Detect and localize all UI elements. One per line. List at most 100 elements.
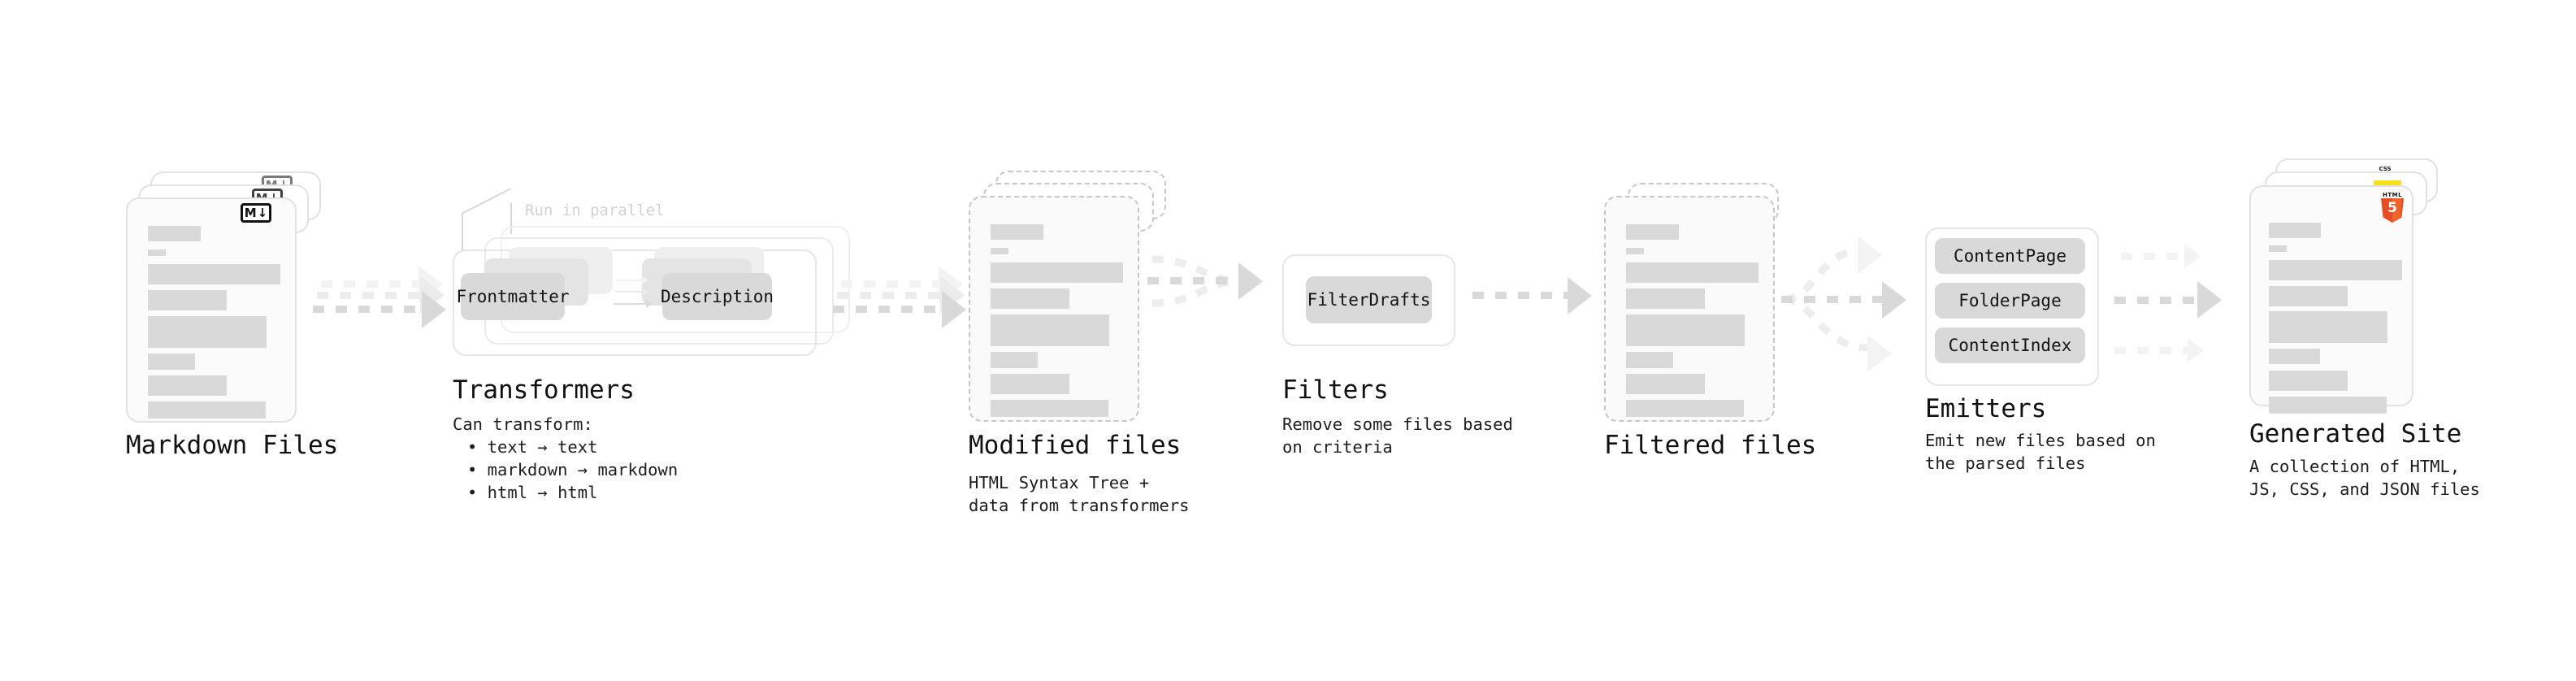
arrow-dash — [321, 280, 430, 288]
content-bar — [1626, 352, 1673, 368]
chip-label: FilterDrafts — [1307, 290, 1431, 310]
content-bar — [2269, 286, 2348, 306]
chip-frontmatter[interactable]: Frontmatter — [456, 273, 570, 320]
stage-title-generated-site: Generated Site — [2249, 419, 2462, 449]
transformer-inner-arrow — [615, 276, 648, 284]
content-bar — [2269, 349, 2320, 364]
content-bar — [2269, 311, 2387, 343]
markdown-icon: M↓ — [241, 203, 271, 223]
arrow-dash — [317, 292, 430, 299]
arrow-dash — [2114, 297, 2204, 304]
arrow-head — [942, 291, 966, 328]
chip-contentindex[interactable]: ContentIndex — [1935, 327, 2085, 363]
content-bar — [1626, 400, 1744, 417]
stage-title-filters: Filters — [1282, 375, 1389, 405]
arrow-dash — [313, 306, 429, 313]
stage-title-emitters: Emitters — [1925, 394, 2047, 423]
transformer-inner-arrow — [615, 288, 648, 296]
arrow-head — [2197, 281, 2222, 319]
html5-icon-shield: 5 — [2381, 198, 2404, 223]
chip-filterdrafts[interactable]: FilterDrafts — [1306, 276, 1432, 323]
arrow-head — [1858, 236, 1882, 274]
content-bar — [1626, 248, 1644, 254]
modified-file-front — [969, 196, 1139, 422]
content-bar — [1626, 224, 1679, 240]
content-bar — [991, 400, 1108, 417]
content-bar — [148, 316, 267, 348]
chip-contentpage[interactable]: ContentPage — [1935, 238, 2085, 274]
run-in-parallel-label: Run in parallel — [525, 202, 665, 219]
chip-label: Description — [660, 287, 774, 306]
content-bar — [148, 226, 201, 241]
content-bar — [991, 288, 1069, 309]
arrow-head — [1568, 277, 1592, 314]
stage-title-modified-files: Modified files — [969, 431, 1182, 460]
content-bar — [1626, 262, 1759, 283]
content-bar — [991, 314, 1109, 346]
stage-title-markdown-files: Markdown Files — [126, 431, 339, 460]
stage-subtitle-generated-site: A collection of HTML, JS, CSS, and JSON … — [2249, 457, 2480, 499]
arrow-dash — [833, 306, 949, 313]
arrow-head — [2188, 338, 2204, 362]
content-bar — [1626, 374, 1705, 394]
stage-subtitle-modified-files: HTML Syntax Tree + data from transformer… — [969, 473, 1190, 515]
content-bar — [148, 249, 166, 256]
stage-subtitle-transformers-line-0: Can transform: — [453, 414, 593, 434]
content-bar — [1626, 314, 1745, 346]
chip-label: ContentPage — [1953, 246, 2067, 266]
filtered-file-front — [1604, 196, 1775, 422]
content-bar — [1626, 288, 1705, 309]
html5-icon-number: 5 — [2387, 200, 2397, 216]
content-bar — [2269, 260, 2402, 280]
stage-subtitle-transformers-line-1: • text → text — [467, 437, 598, 457]
chip-label: FolderPage — [1958, 291, 2062, 310]
filters-box — [1282, 254, 1455, 346]
arrow-dash — [2121, 253, 2191, 260]
transformers-box-front — [453, 249, 817, 356]
site-file-html — [2249, 185, 2413, 414]
html5-icon-caption: HTML — [2382, 192, 2403, 198]
content-bar — [148, 354, 195, 370]
stage-subtitle-filters: Remove some files based on criteria — [1282, 414, 1513, 457]
arrow-dash — [2114, 347, 2192, 354]
arrow-dash — [837, 292, 950, 299]
content-bar — [148, 264, 280, 284]
content-bar — [991, 262, 1123, 283]
emitters-box — [1925, 228, 2099, 386]
arrow-head — [2184, 244, 2201, 268]
content-bar — [991, 224, 1043, 240]
arrow-head — [1867, 335, 1892, 372]
content-bar — [148, 290, 227, 310]
bracket-stem — [462, 213, 463, 252]
arrow-head — [1238, 262, 1263, 300]
arrow-head — [1882, 281, 1906, 319]
bracket-diagonal — [461, 188, 512, 215]
content-bar — [991, 352, 1038, 368]
content-bar — [991, 374, 1069, 394]
stage-title-filtered-files: Filtered files — [1604, 431, 1817, 460]
arrow-head — [422, 291, 446, 328]
chip-label: ContentIndex — [1948, 336, 2072, 355]
content-bar — [148, 401, 266, 419]
arrow-dash — [1472, 292, 1574, 299]
arrow-dash — [1781, 296, 1889, 303]
stage-title-transformers: Transformers — [453, 375, 635, 405]
arrow-dash — [841, 280, 950, 288]
content-bar — [991, 248, 1008, 254]
chip-folderpage[interactable]: FolderPage — [1935, 283, 2085, 319]
markdown-file-front — [126, 197, 297, 423]
stage-subtitle-emitters: Emit new files based on the parsed files — [1925, 431, 2156, 473]
stage-subtitle-transformers-line-2: • markdown → markdown — [467, 460, 679, 479]
html5-icon: HTML 5 — [2379, 192, 2406, 224]
arrow-dash — [1147, 277, 1245, 284]
markdown-icon-arrow: ↓ — [257, 205, 268, 220]
content-bar — [2269, 371, 2348, 391]
bracket-stem-right — [510, 203, 512, 234]
content-bar — [2269, 245, 2287, 252]
chip-description[interactable]: Description — [660, 273, 774, 320]
css-icon-label: CSS — [2379, 166, 2392, 172]
content-bar — [2269, 397, 2387, 414]
chip-label: Frontmatter — [456, 287, 570, 306]
transformer-inner-arrow — [614, 300, 653, 308]
